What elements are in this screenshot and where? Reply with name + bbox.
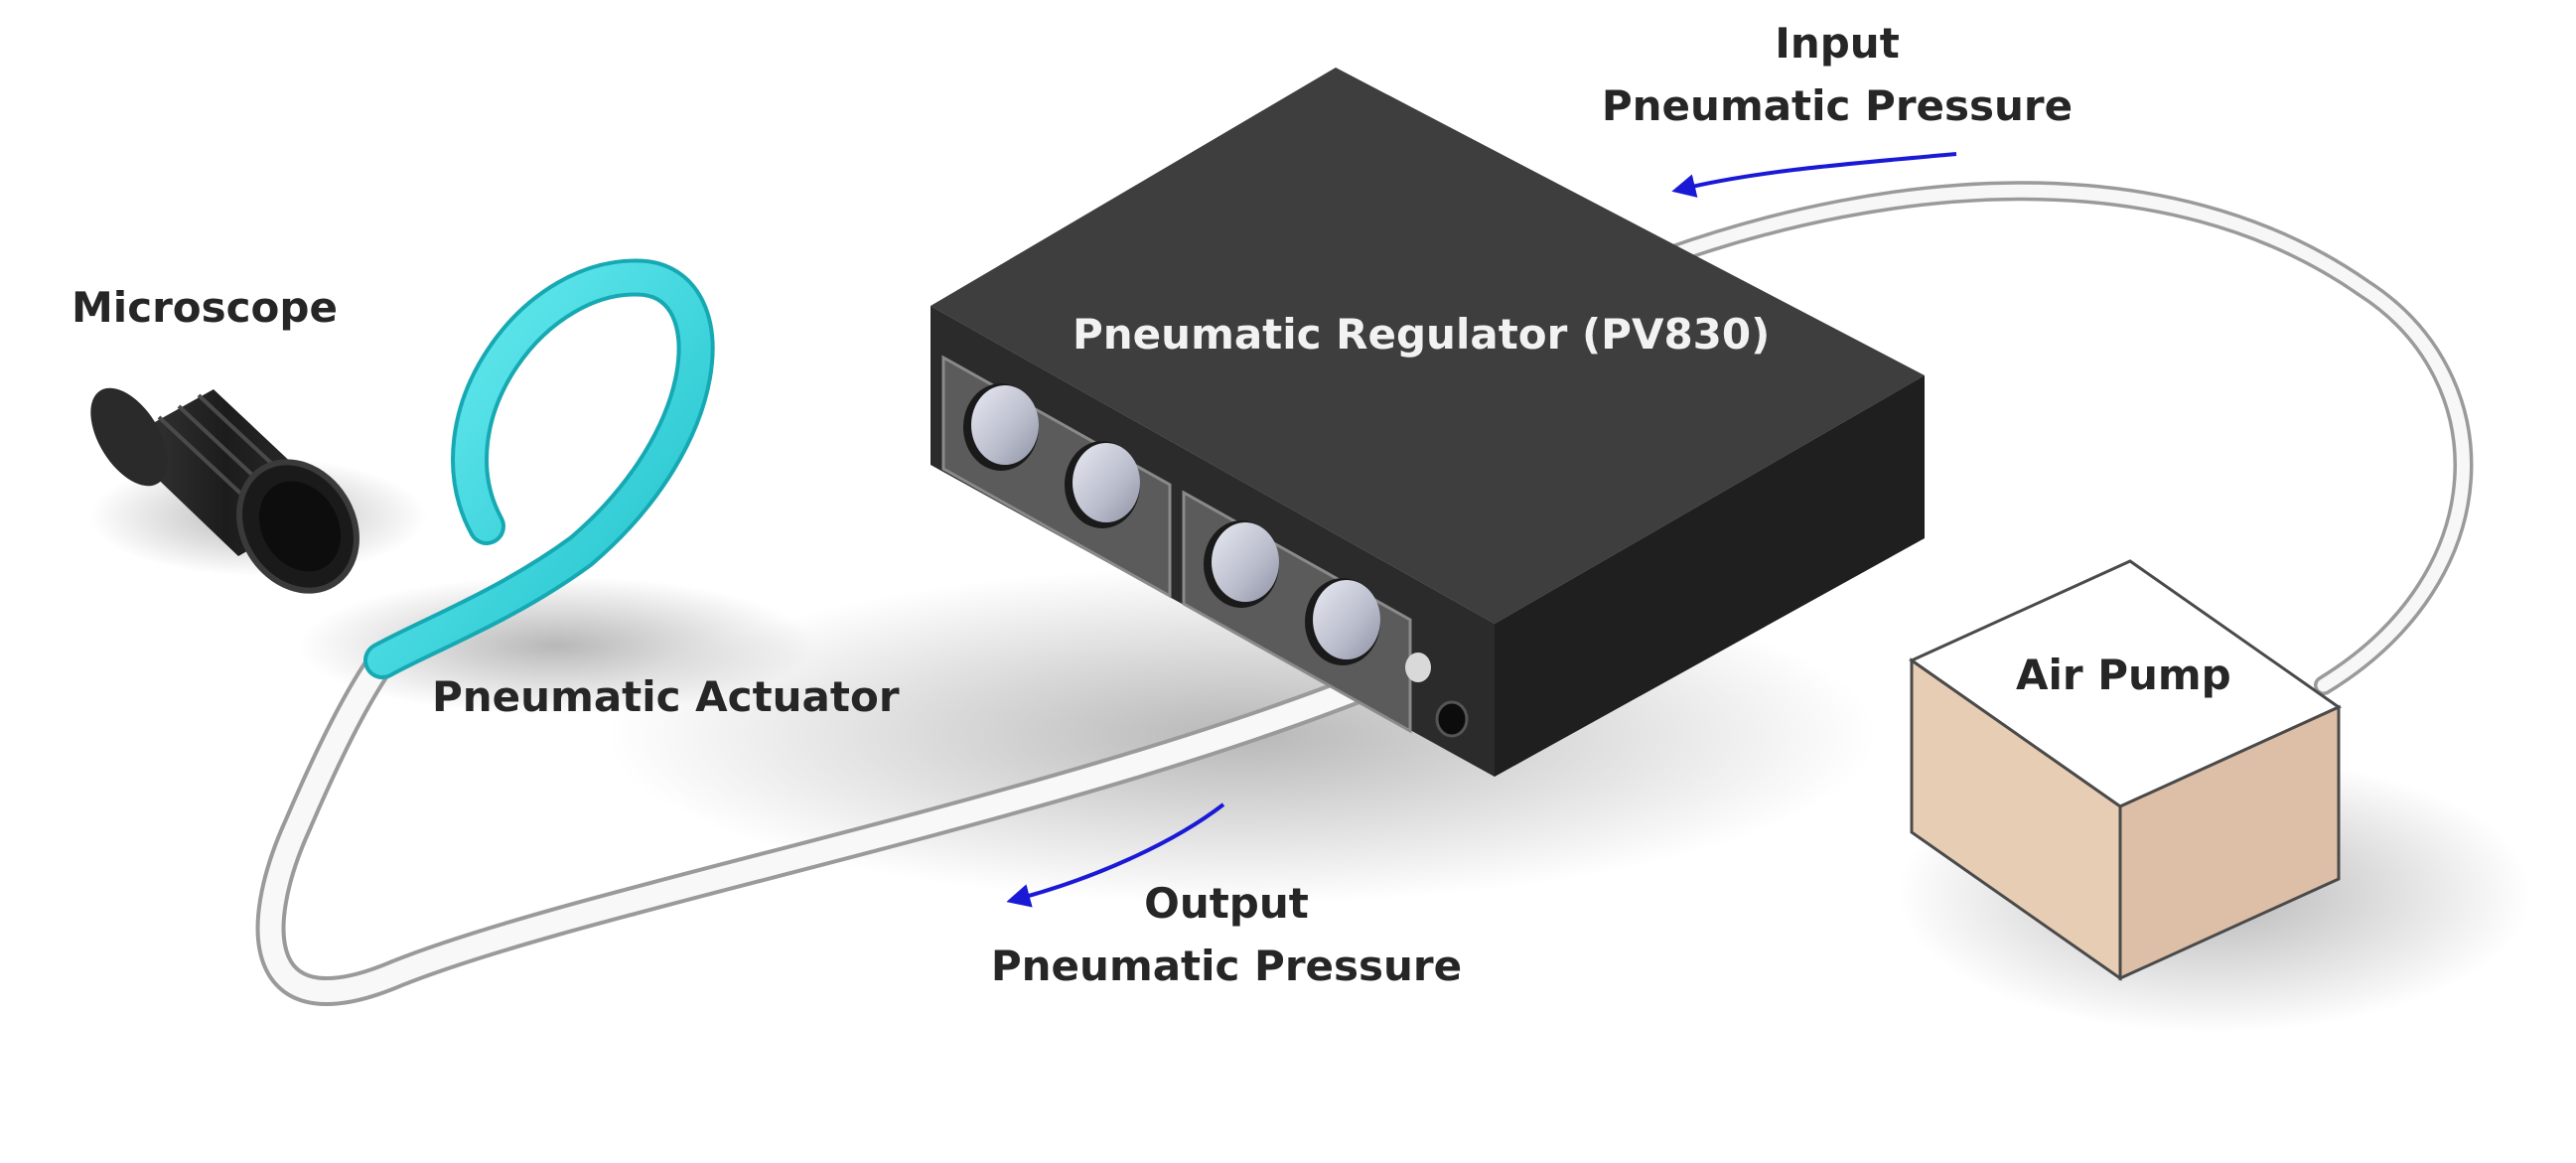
output-tube	[255, 646, 1435, 1006]
regulator-side-face	[1495, 375, 1925, 777]
regulator-label: Pneumatic Regulator (PV830)	[1073, 310, 1771, 359]
output-pressure-label: Output Pneumatic Pressure	[968, 872, 1485, 997]
input-pressure-label: Input Pneumatic Pressure	[1579, 12, 2095, 137]
input-label-line2: Pneumatic Pressure	[1601, 81, 2074, 130]
regulator-knob	[1305, 578, 1380, 665]
microscope	[90, 387, 359, 594]
air-pump-right-face	[2118, 704, 2341, 981]
regulator-port-hole	[1435, 700, 1469, 738]
pneumatic-regulator-box	[930, 68, 1925, 777]
regulator-knob	[963, 383, 1039, 471]
input-label-line1: Input	[1775, 19, 1900, 68]
output-flow-arrow	[1006, 802, 1225, 908]
air-pump-cube	[1908, 559, 2343, 981]
output-label-line1: Output	[1144, 879, 1309, 928]
input-flow-arrow	[1671, 152, 1957, 198]
pneumatic-actuator	[363, 258, 715, 679]
output-label-line2: Pneumatic Pressure	[990, 942, 1463, 990]
input-tube	[1658, 181, 2474, 695]
actuator-shadow	[298, 576, 814, 715]
regulator-output-port	[1405, 653, 1431, 682]
regulator-top-face	[930, 68, 1925, 624]
regulator-knob	[1065, 441, 1140, 528]
air-pump-label: Air Pump	[2016, 651, 2231, 699]
pneumatic-actuator-label: Pneumatic Actuator	[432, 672, 900, 721]
microscope-label: Microscope	[72, 283, 338, 332]
regulator-knob	[1204, 520, 1279, 608]
